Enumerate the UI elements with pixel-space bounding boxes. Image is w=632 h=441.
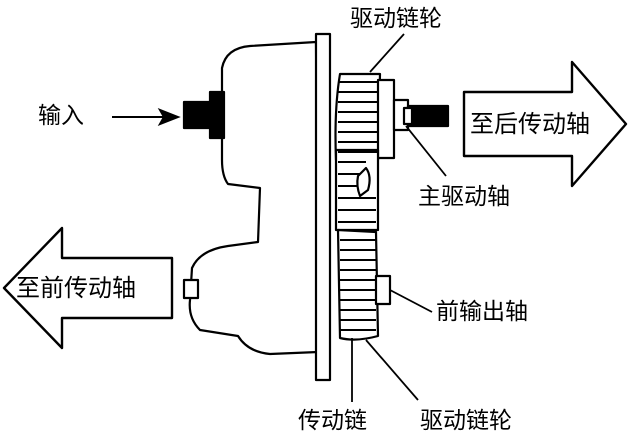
label-drive-sprocket-bottom: 驱动链轮 — [420, 408, 512, 434]
label-drive-chain: 传动链 — [298, 408, 367, 434]
label-to-front-driveshaft: 至前传动轴 — [16, 274, 136, 302]
input-arrow — [112, 108, 181, 126]
upper-sprocket-hub — [376, 78, 396, 160]
sprocket-teeth — [338, 81, 378, 331]
front-output-shaft — [374, 274, 392, 306]
main-drive-shaft-end — [406, 104, 450, 128]
leader-front-output-shaft — [389, 289, 433, 313]
label-main-drive-shaft: 主驱动轴 — [418, 184, 510, 210]
mounting-plate — [314, 32, 332, 382]
upper-drive-sprocket — [334, 72, 382, 162]
label-to-rear-driveshaft: 至后传动轴 — [470, 110, 590, 138]
leader-drive-sprocket-bottom — [365, 339, 419, 401]
lower-drive-sprocket — [336, 228, 380, 341]
front-output-stub — [182, 278, 200, 300]
leader-lines — [351, 33, 447, 402]
rear-driveshaft-arrow — [462, 60, 628, 188]
chain-guide — [356, 166, 371, 198]
front-driveshaft-arrow — [2, 226, 174, 350]
label-input: 输入 — [38, 103, 84, 129]
label-drive-sprocket-top: 驱动链轮 — [350, 6, 442, 32]
leader-drive-sprocket-top — [369, 33, 405, 73]
input-shaft — [182, 100, 214, 130]
transfer-case-housing — [188, 40, 320, 356]
leader-main-drive-shaft — [405, 125, 447, 177]
label-front-output-shaft: 前输出轴 — [436, 299, 528, 325]
main-drive-shaft-nut — [402, 106, 414, 126]
